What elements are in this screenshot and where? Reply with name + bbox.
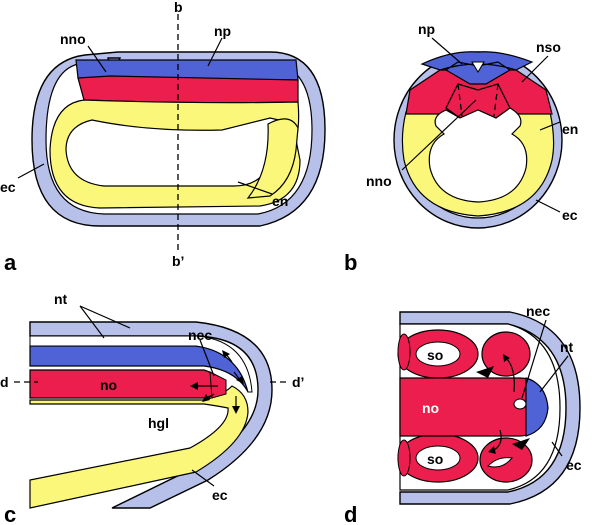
label-nno-b: nno — [366, 173, 392, 189]
label-nso-b: nso — [536, 39, 561, 55]
neural-groove-b — [471, 61, 485, 73]
panel-b: np nso en nno ec b — [344, 21, 578, 275]
label-so-bottom: so — [427, 451, 443, 467]
leader-ec-d — [551, 441, 563, 457]
arrowhead-d-bottom — [512, 438, 530, 450]
somite-top-right — [481, 331, 531, 377]
label-nec-d: nec — [526, 303, 550, 319]
notochord-band-a — [77, 75, 299, 104]
leader-nt-d — [539, 355, 569, 393]
nec-region-c — [209, 371, 227, 399]
somite-bottom-left-lumen — [415, 445, 461, 471]
label-ec-a: ec — [0, 179, 16, 195]
panel-letter-b: b — [344, 250, 357, 275]
leader-ec-c — [191, 469, 215, 487]
dash-right-b — [493, 83, 499, 117]
leader-nec-d — [521, 319, 547, 399]
tube-lumen-c — [29, 335, 253, 393]
leader-nso-b — [521, 55, 549, 83]
label-d-right: d’ — [292, 374, 304, 390]
panel-letter-d: d — [344, 502, 357, 525]
label-d-left: d — [0, 374, 9, 390]
somite-bottom-left-edge — [397, 439, 411, 477]
nec-hole-d — [513, 398, 527, 410]
panel-letter-c: c — [4, 502, 16, 525]
label-en-b: en — [562, 121, 578, 137]
leader-nt-c-2 — [79, 305, 131, 329]
somite-bottom-right-lumen — [487, 457, 513, 468]
neural-tube-d — [525, 377, 549, 437]
arrowhead-d-top — [476, 366, 494, 378]
panel-c: nt nec d d’ no hgl ec c — [0, 291, 304, 525]
endoderm-tail-a — [246, 118, 299, 199]
notochord-d — [399, 377, 533, 437]
label-nno-a: nno — [60, 31, 86, 47]
leader-np-a — [207, 37, 223, 67]
label-ec-d: ec — [566, 457, 582, 473]
label-np-a: np — [214, 23, 231, 39]
leader-nno-b — [401, 99, 477, 171]
somite-top-left-lumen — [415, 341, 461, 367]
label-b-bottom: b’ — [172, 253, 184, 269]
panel-a: nno np ec en b b’ a — [0, 0, 326, 275]
somite-top-left-edge — [397, 333, 411, 371]
arrowhead-nec-3 — [222, 350, 230, 358]
dash-left-b — [457, 83, 463, 117]
label-np-b: np — [418, 21, 435, 37]
leader-en-b — [539, 121, 561, 131]
leader-nt-c-1 — [79, 305, 105, 339]
label-hgl-c: hgl — [148, 415, 169, 431]
curved-arrowhead-d-top — [503, 354, 510, 362]
label-en-a: en — [272, 193, 288, 209]
label-nec-c: nec — [188, 327, 212, 343]
label-nt-d: nt — [560, 339, 574, 355]
label-so-top: so — [427, 347, 443, 363]
leader-en-a — [237, 181, 273, 195]
arrowhead-nec-4 — [236, 376, 244, 384]
label-b-top: b — [174, 0, 183, 15]
leader-nec-c — [199, 339, 215, 377]
leader-nno-a — [87, 45, 107, 73]
curved-arrowhead-d-bottom — [488, 446, 496, 454]
leader-np-b — [431, 37, 463, 65]
curved-arrow-d-bottom — [493, 429, 502, 451]
arrowhead-nec-2 — [202, 394, 210, 402]
curved-arrow-d-top — [505, 357, 515, 393]
arrowhead-nec-5 — [232, 406, 240, 414]
panel-d: nec nt so so no ec d — [344, 303, 582, 525]
ectoderm-d — [399, 311, 581, 505]
gut-cavity-b — [428, 107, 528, 203]
label-nt-c: nt — [54, 291, 68, 307]
leader-ec-b — [535, 199, 561, 213]
endoderm-c — [29, 385, 249, 509]
label-ec-b: ec — [562, 207, 578, 223]
arrowhead-nec-1 — [190, 382, 198, 390]
leader-ec-a — [17, 163, 45, 179]
panel-letter-a: a — [4, 250, 17, 275]
label-ec-c: ec — [212, 487, 228, 503]
label-no-c: no — [100, 377, 117, 393]
label-no-d: no — [422, 400, 439, 416]
